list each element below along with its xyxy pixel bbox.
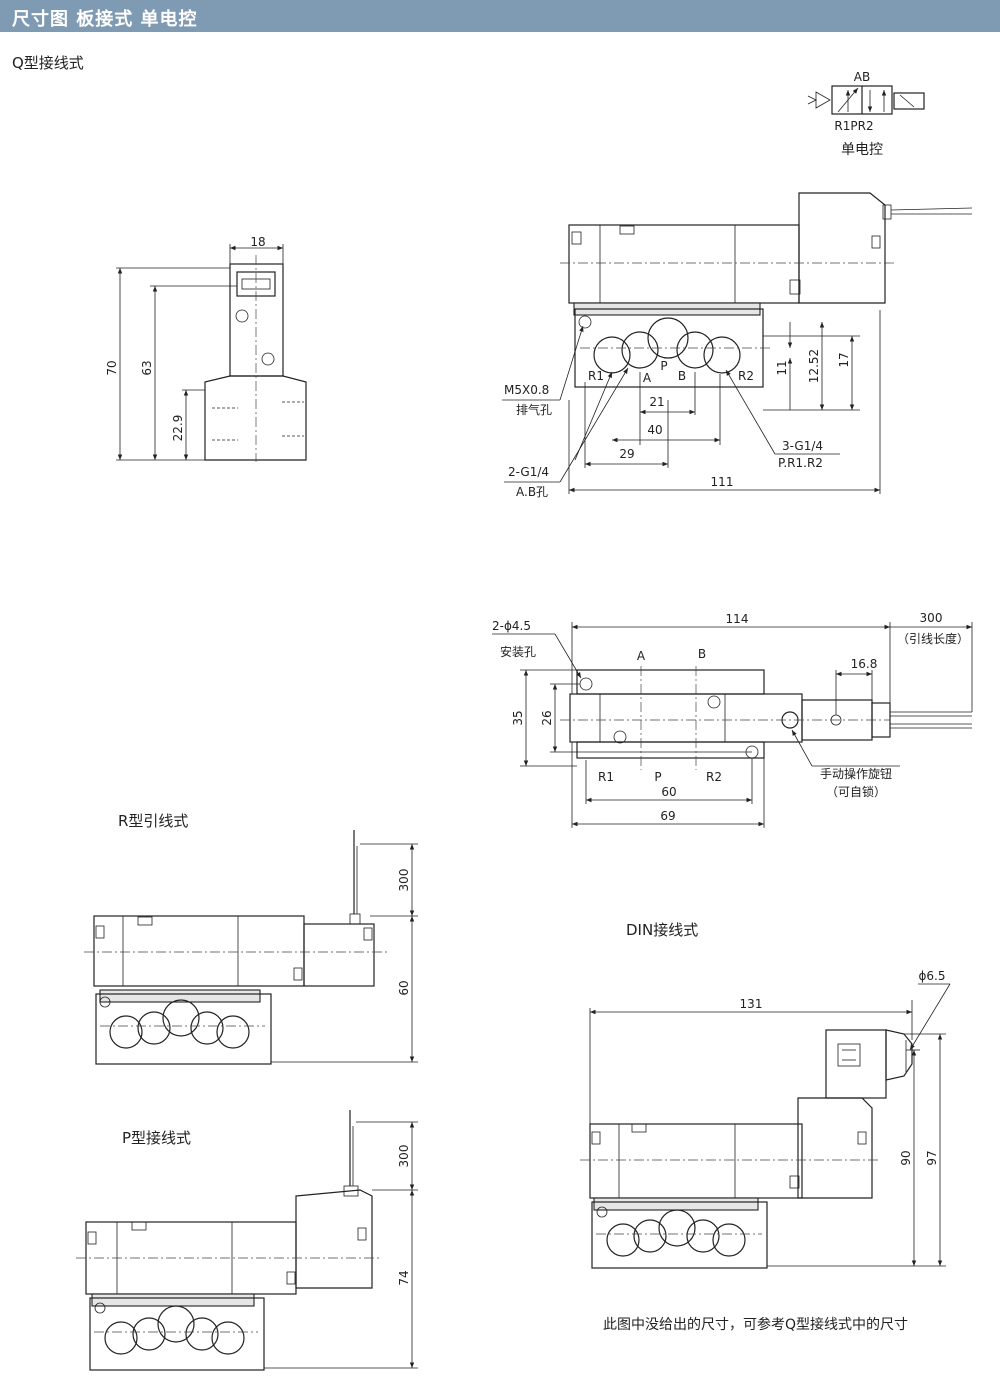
din-type-view: 131 ϕ6.5 90 97 xyxy=(580,969,951,1269)
top-d114: 114 xyxy=(726,612,749,626)
front-d29: 29 xyxy=(619,447,634,461)
top-manual-note: （可自锁） xyxy=(826,784,886,799)
top-port-r2: R2 xyxy=(706,770,722,784)
side-width-dim: 18 xyxy=(250,235,265,249)
din-d97: 97 xyxy=(925,1150,939,1165)
top-port-r1: R1 xyxy=(598,770,614,784)
front-port-p: P xyxy=(660,359,667,373)
p-d74: 74 xyxy=(397,1270,411,1285)
top-hole-spec: 2-ϕ4.5 xyxy=(492,619,531,633)
front-port-a: A xyxy=(643,371,652,385)
top-d35: 35 xyxy=(511,710,525,725)
front-view: R1 A P B R2 11 12.52 17 21 40 29 111 M5X… xyxy=(502,192,973,499)
top-manual-name: 手动操作旋钮 xyxy=(820,766,892,781)
front-d17: 17 xyxy=(837,352,851,367)
side-h63-dim: 63 xyxy=(140,360,154,375)
front-port-r1: R1 xyxy=(588,369,604,383)
front-ab-thread: 2-G1/4 xyxy=(508,465,549,479)
front-prr-thread: 3-G1/4 xyxy=(782,439,823,453)
symbol-caption: 单电控 xyxy=(841,142,883,158)
din-d-phi: ϕ6.5 xyxy=(919,969,946,983)
din-type-title: DIN接线式 xyxy=(626,921,699,939)
front-d21: 21 xyxy=(649,395,664,409)
top-d26: 26 xyxy=(540,710,554,725)
header-bar: 尺寸图 板接式 单电控 xyxy=(0,0,1000,32)
side-h70-dim: 70 xyxy=(105,360,119,375)
top-d69: 69 xyxy=(660,809,675,823)
front-exhaust-thread: M5X0.8 xyxy=(504,383,549,397)
r-d300: 300 xyxy=(397,869,411,892)
front-port-b: B xyxy=(678,369,686,383)
din-d131: 131 xyxy=(740,997,763,1011)
top-d16: 16.8 xyxy=(851,657,878,671)
side-h22-dim: 22.9 xyxy=(171,415,185,442)
p-type-view: 300 74 xyxy=(76,1110,418,1371)
page-title: 尺寸图 板接式 单电控 xyxy=(12,9,198,30)
symbol-top-label: AB xyxy=(854,70,870,84)
top-lead-note: （引线长度） xyxy=(897,631,969,646)
side-view: 18 70 63 22.9 xyxy=(105,235,307,462)
front-prr-name: P.R1.R2 xyxy=(778,456,823,470)
top-view: A B R1 P R2 114 300 （引线长度） 16.8 35 26 60… xyxy=(492,611,973,828)
top-port-b: B xyxy=(698,647,706,661)
front-d11: 11 xyxy=(775,360,789,375)
p-d300: 300 xyxy=(397,1145,411,1168)
top-port-p: P xyxy=(654,770,661,784)
front-ab-name: A.B孔 xyxy=(516,485,548,499)
din-d90: 90 xyxy=(899,1150,913,1165)
front-port-r2: R2 xyxy=(738,369,754,383)
front-d12: 12.52 xyxy=(807,349,821,383)
q-type-title: Q型接线式 xyxy=(12,54,84,72)
front-d111: 111 xyxy=(711,475,734,489)
footnote: 此图中没给出的尺寸，可参考Q型接线式中的尺寸 xyxy=(603,1317,909,1333)
r-type-title: R型引线式 xyxy=(118,812,189,830)
r-type-view: 300 60 xyxy=(84,830,418,1065)
top-hole-name: 安装孔 xyxy=(500,644,536,659)
front-exhaust-name: 排气孔 xyxy=(516,402,552,417)
p-type-title: P型接线式 xyxy=(122,1129,192,1147)
r-d60: 60 xyxy=(397,980,411,995)
front-d40: 40 xyxy=(647,423,662,437)
top-d60: 60 xyxy=(661,785,676,799)
valve-symbol: AB R1PR2 单电控 xyxy=(807,70,925,158)
top-port-a: A xyxy=(637,649,646,663)
top-d300: 300 xyxy=(920,611,943,625)
symbol-bottom-label: R1PR2 xyxy=(834,119,873,133)
